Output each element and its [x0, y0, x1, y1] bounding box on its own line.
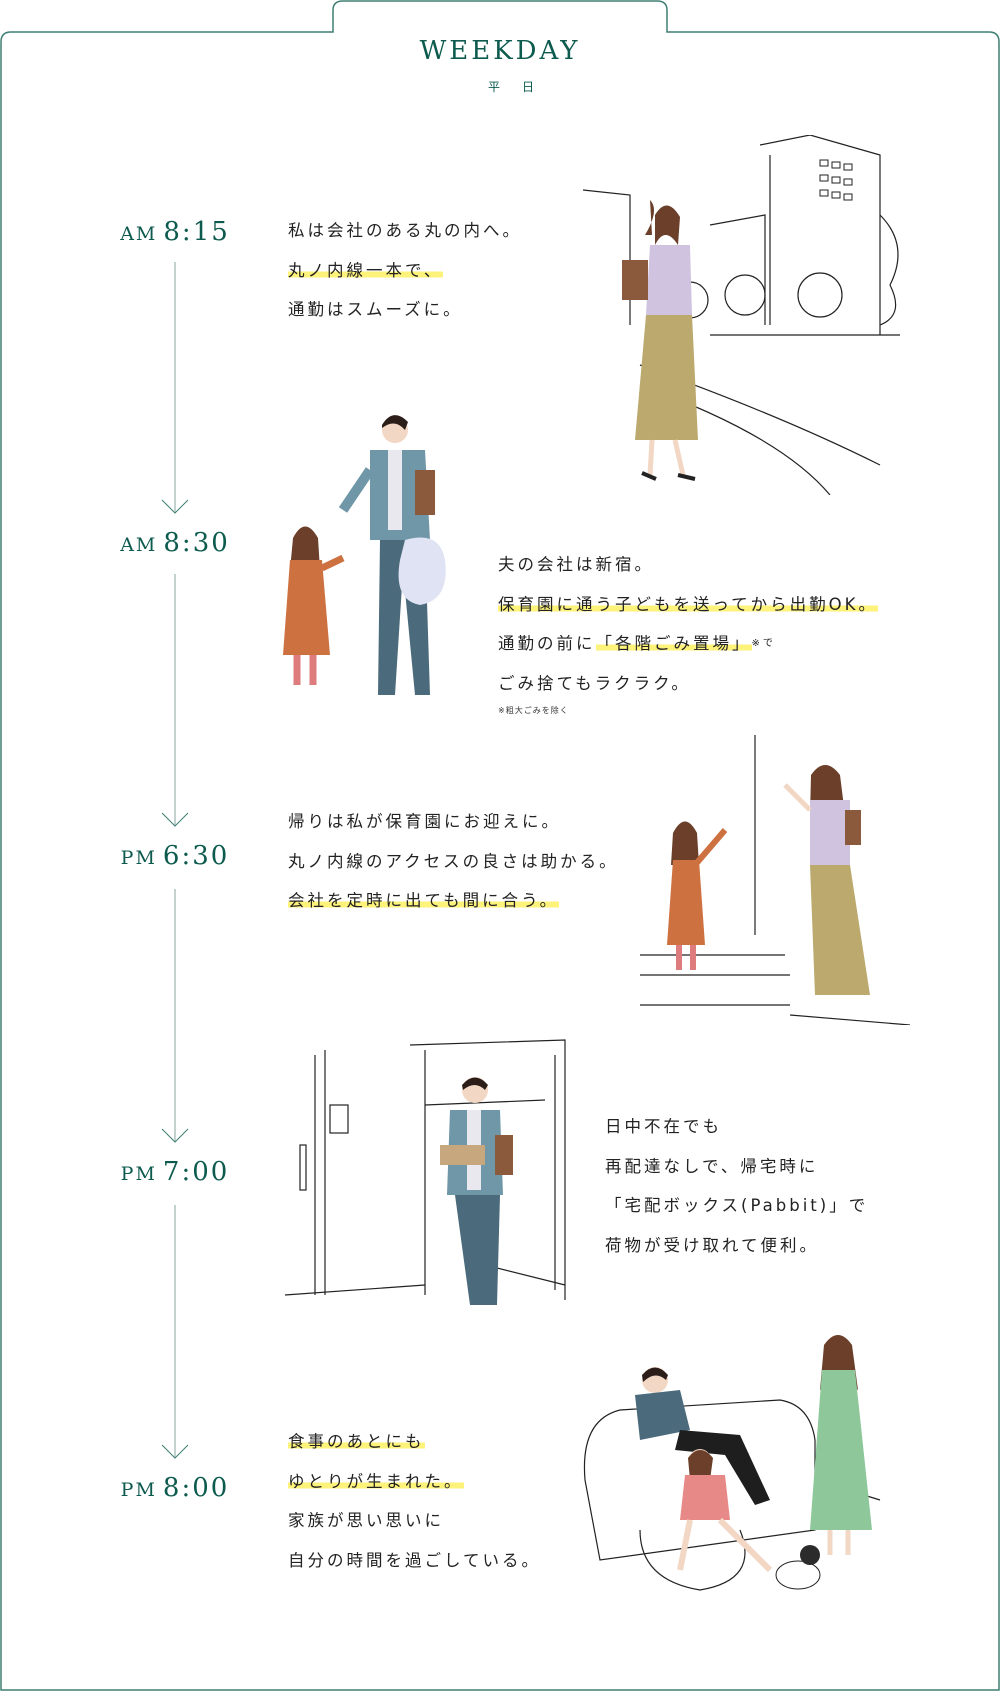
- description-am815: 私は会社のある丸の内へ。 丸ノ内線一本で、 通勤はスムーズに。: [288, 221, 522, 319]
- page-title: WEEKDAY: [419, 36, 581, 66]
- timeline-line: [174, 574, 176, 826]
- description-pm630: 帰りは私が保育園にお迎えに。 丸ノ内線のアクセスの良さは助かる。 会社を定時に出…: [288, 812, 619, 910]
- timeline-line: [174, 1205, 176, 1458]
- arrow-down-icon: [161, 1128, 189, 1143]
- timeline-line: [174, 889, 176, 1142]
- illustration-pickup: [640, 735, 910, 1025]
- footnote: ※粗大ごみを除く: [498, 706, 569, 715]
- illustration-father-daughter: [283, 415, 446, 695]
- description-pm800: 食事のあとにも ゆとりが生まれた。 家族が思い思いに 自分の時間を過ごしている。: [288, 1432, 542, 1570]
- arrow-down-icon: [161, 812, 189, 827]
- illustration-family-relaxing: [583, 1335, 881, 1591]
- illustration-delivery-box: [285, 1039, 566, 1305]
- illustration-commute-woman: [582, 135, 900, 495]
- timeline-line: [174, 262, 176, 513]
- description-am830: 夫の会社は新宿。 保育園に通う子どもを送ってから出勤OK。 通勤の前に「各階ごみ…: [498, 555, 878, 693]
- description-pm700: 日中不在でも 再配達なしで、帰宅時に 「宅配ボックス(Pabbit)」で 荷物が…: [605, 1117, 869, 1255]
- page-subtitle: 平日: [487, 80, 556, 94]
- arrow-down-icon: [161, 1444, 189, 1459]
- arrow-down-icon: [161, 499, 189, 514]
